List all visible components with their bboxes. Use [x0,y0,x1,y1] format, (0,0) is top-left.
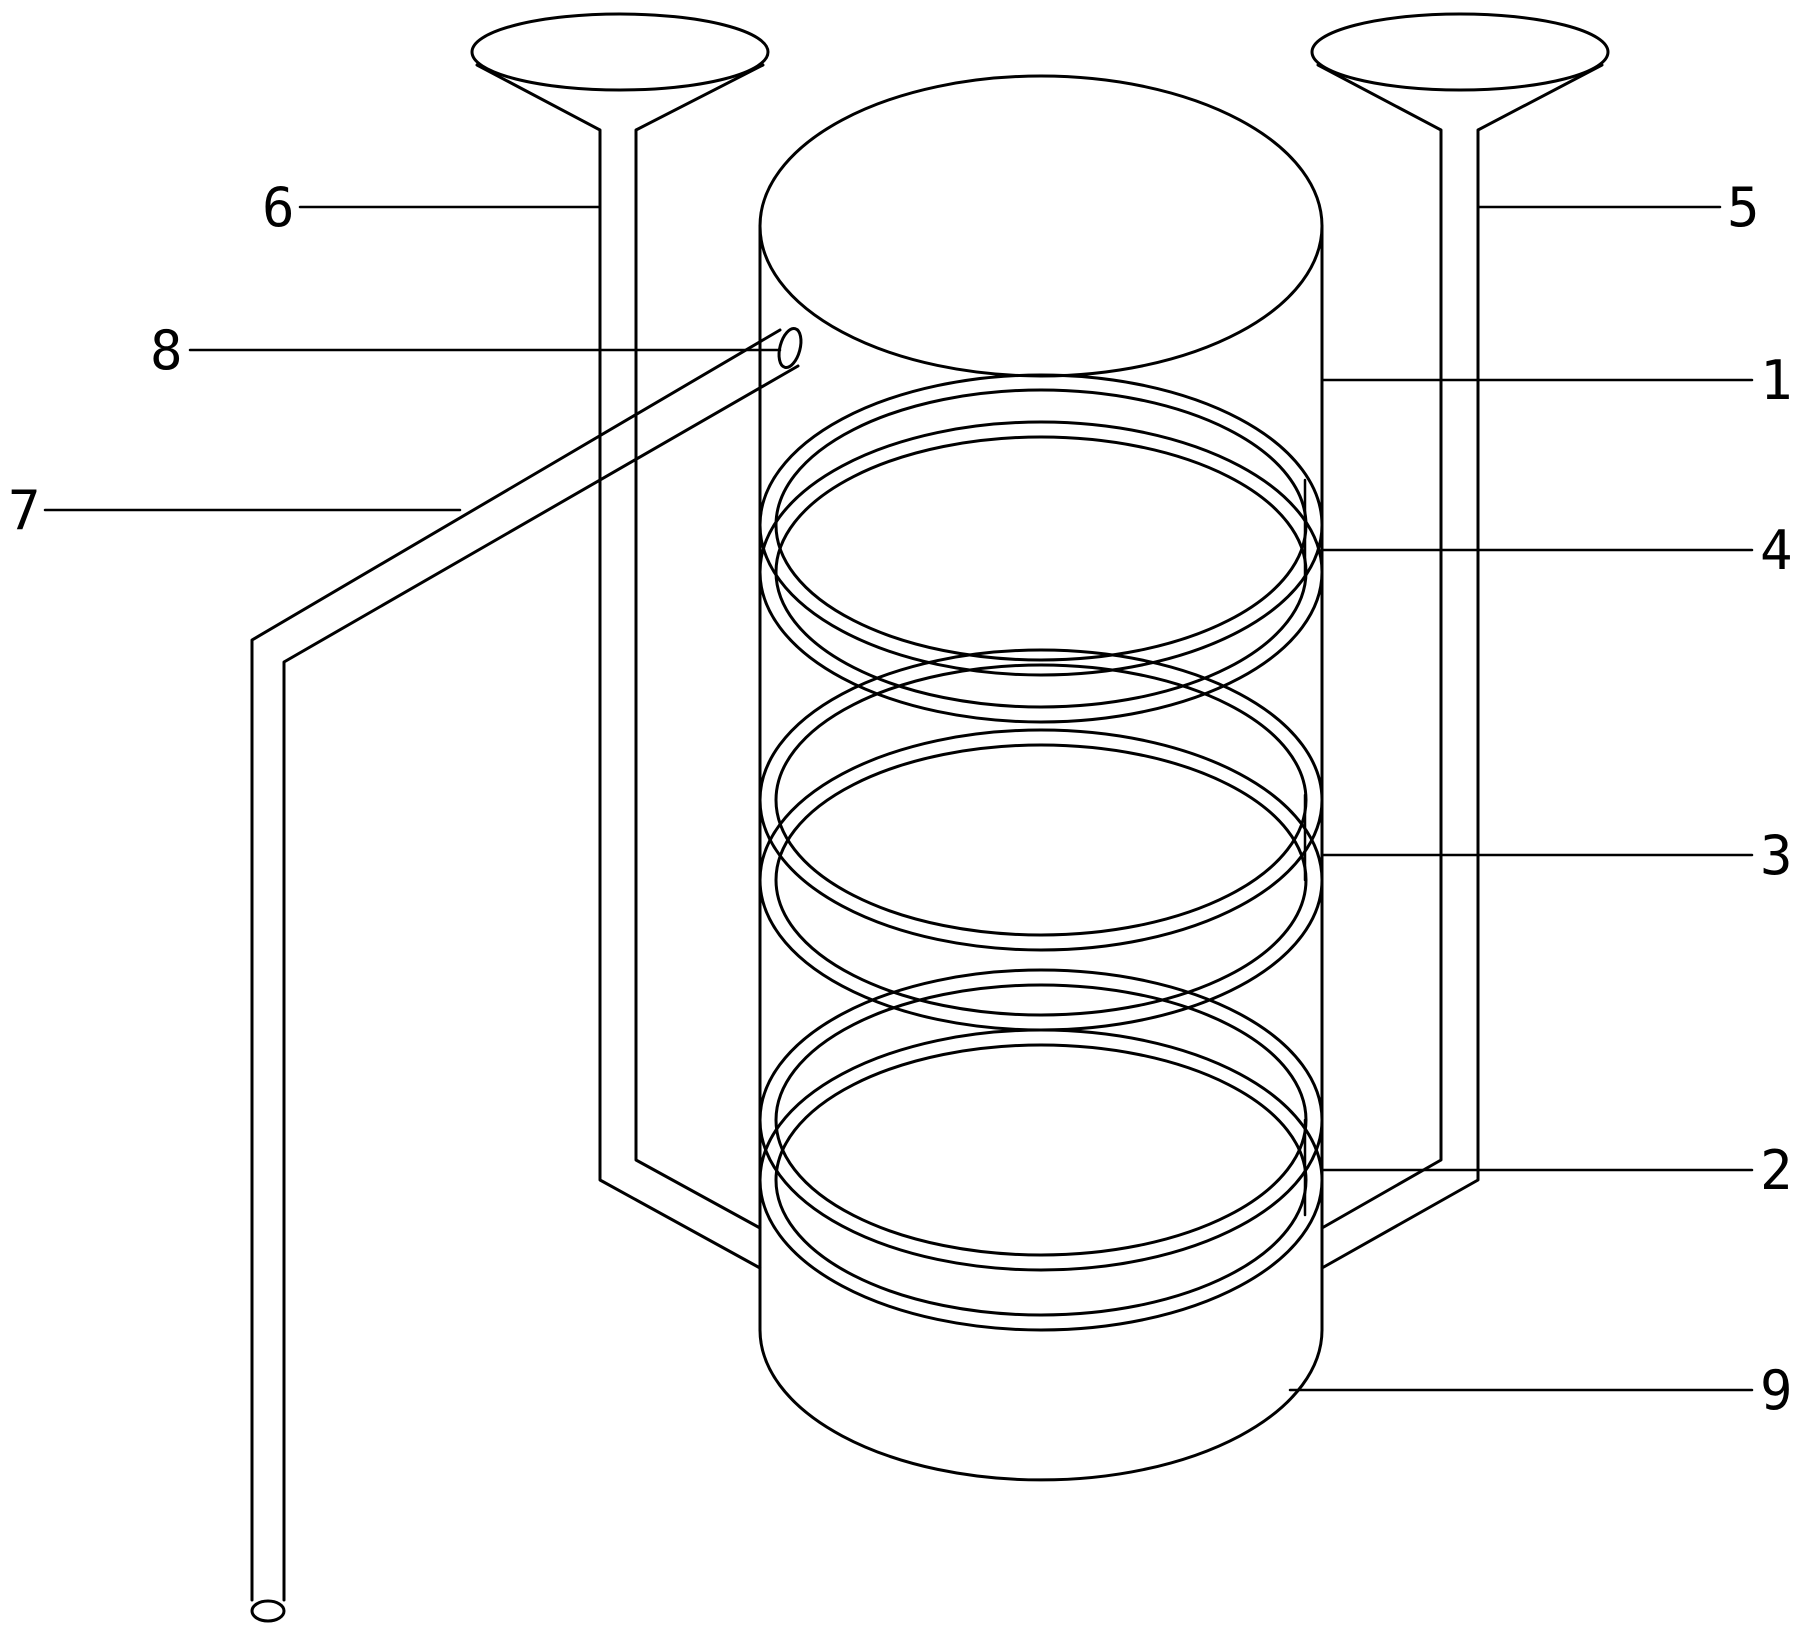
right-funnel-mouth [1310,12,1610,92]
leader-lines [43,205,1754,1392]
cylinder-top [758,74,1324,378]
ring-1-outer [758,373,1324,677]
right-funnel-tube-inner [1316,63,1443,1230]
inlet-pipe-inner [282,364,800,1602]
inlet-pipe-opening [777,327,803,369]
label-8: 8 [150,319,183,382]
ring-2-outer [758,420,1324,724]
inlet-pipe [250,327,803,1623]
label-5: 5 [1727,176,1760,239]
ring-3-outer [758,648,1324,952]
label-3: 3 [1760,824,1793,887]
cylinder-bottom [758,1328,1324,1482]
left-funnel-tube-outer [475,63,762,1270]
ring-5-inner [774,983,1308,1257]
left-funnel-tube-inner [634,63,765,1230]
label-6: 6 [262,176,295,239]
right-funnel-tube-outer [1320,63,1604,1270]
inlet-pipe-bottom-end [250,1599,286,1623]
label-7: 7 [8,479,41,542]
coil-rings [758,373,1324,1332]
part-labels: 1 2 3 4 5 6 7 8 9 [8,176,1793,1422]
inlet-pipe-outer [250,328,782,1602]
ring-4-inner [774,743,1308,1017]
ring-1-inner [774,388,1308,662]
label-1: 1 [1760,349,1793,412]
right-funnel [1310,12,1610,1270]
label-2: 2 [1760,1139,1793,1202]
left-funnel-mouth [470,12,770,92]
ring-5-outer [758,968,1324,1272]
left-funnel [470,12,770,1270]
ring-6-outer [758,1028,1324,1332]
label-9: 9 [1760,1359,1793,1422]
ring-6-inner [774,1043,1308,1317]
label-4: 4 [1760,519,1793,582]
